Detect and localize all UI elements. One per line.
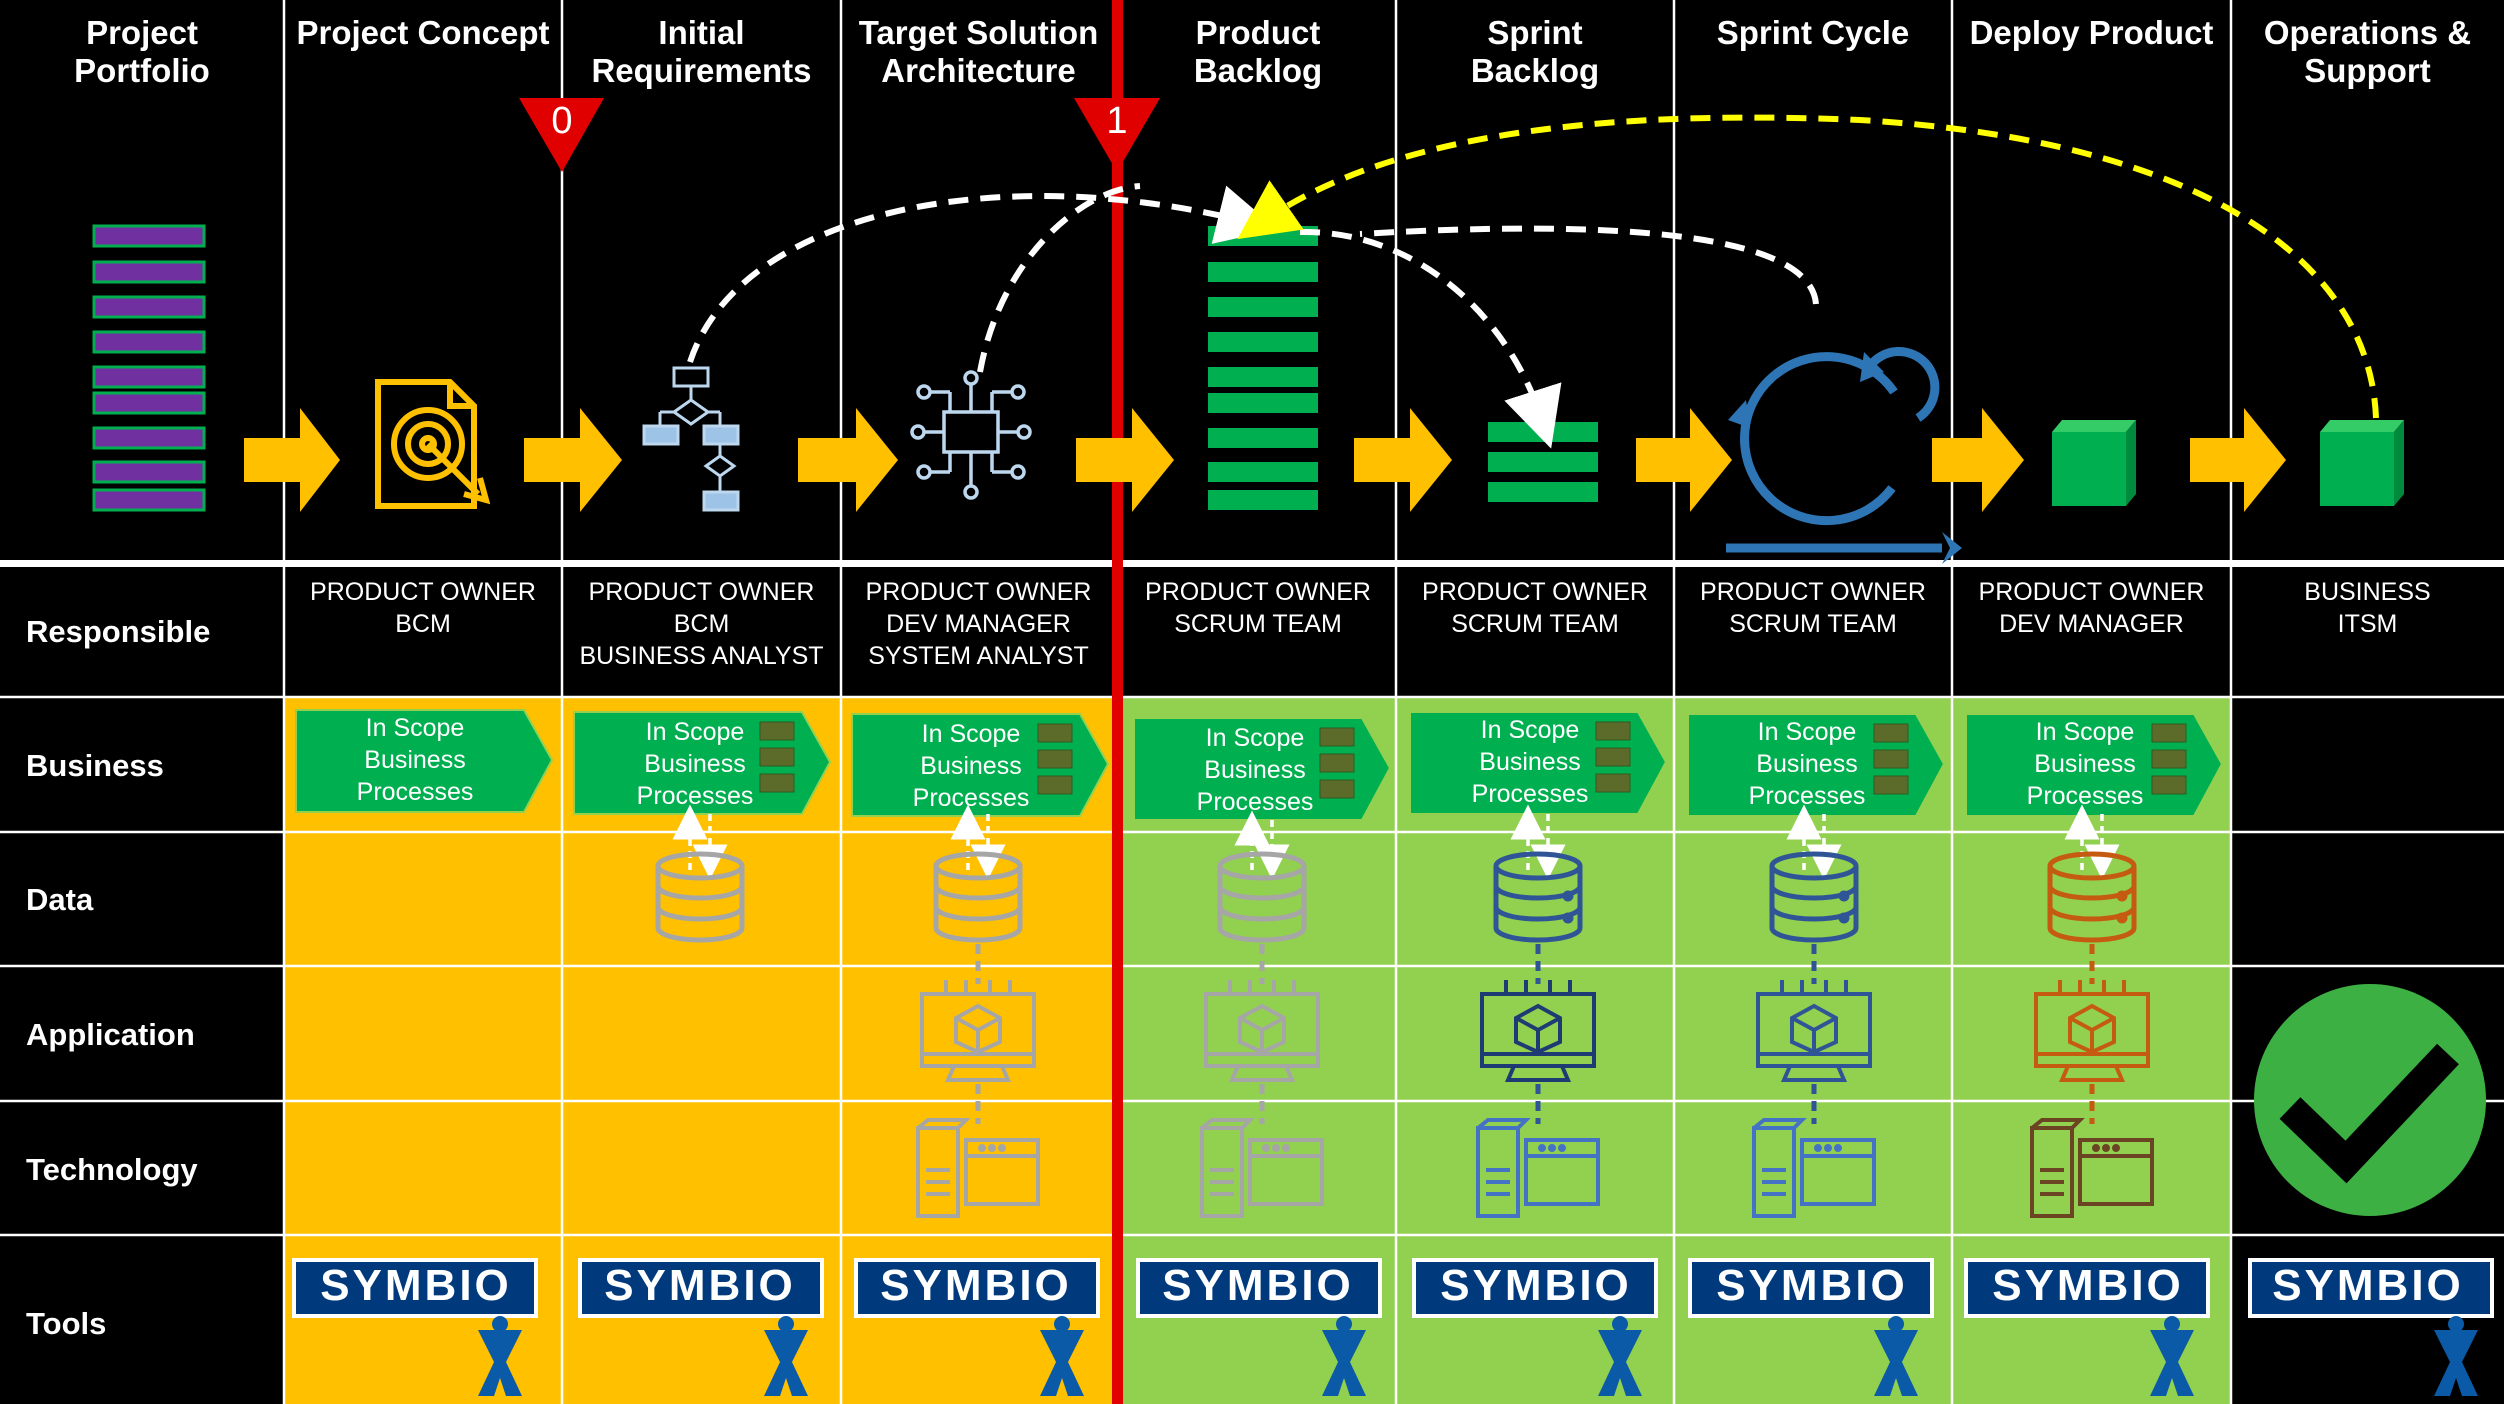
column-header-product-backlog: Product Backlog [1193, 14, 1323, 89]
sprint-backlog-stack [1488, 422, 1598, 502]
scrum-cycle-arrowheads [1728, 352, 1962, 564]
product-backlog-stack [1208, 226, 1318, 510]
application-icon [920, 980, 1036, 1082]
responsible-initial-requirements: PRODUCT OWNER BCM BUSINESS ANALYST [579, 578, 824, 670]
symbio-logo [1688, 1258, 1934, 1318]
gate-0-marker [519, 98, 604, 172]
atlassian-icon [1874, 1316, 1918, 1396]
gate-1-marker [1074, 98, 1160, 172]
column-header-project-concept: Project Concept [296, 14, 550, 51]
database-icon [2047, 851, 2137, 943]
column-header-target-solution-architecture: Target Solution Architecture [858, 14, 1099, 89]
application-icon [1480, 980, 1596, 1082]
responsible-sprint-backlog: PRODUCT OWNER SCRUM TEAM [1422, 578, 1648, 638]
symbio-logo-text: SYMBIO [2272, 1261, 2464, 1310]
symbio-logo [1412, 1258, 1658, 1318]
scrum-cycle-icon [1726, 347, 1942, 553]
responsible-deploy-product: PRODUCT OWNER DEV MANAGER [1978, 578, 2205, 638]
row-label-technology: Technology [26, 1152, 198, 1187]
process-sub-boxes [759, 721, 2187, 799]
architecture-layer-icons [655, 804, 2154, 1218]
business-process-label: In Scope Business Processes [356, 714, 474, 806]
row-label-application: Application [26, 1017, 195, 1052]
atlassian-icon [1040, 1316, 1084, 1396]
database-icon [933, 851, 1023, 943]
database-icon [1493, 851, 1583, 943]
database-icon [1217, 851, 1307, 943]
responsible-target-solution: PRODUCT OWNER DEV MANAGER SYSTEM ANALYST [865, 578, 1092, 670]
business-process-label: In Scope Business Processes [2026, 718, 2144, 810]
business-process-label: In Scope Business Processes [1196, 724, 1314, 816]
application-icon [1756, 980, 1872, 1082]
architecture-icon [910, 370, 1032, 500]
responsible-operations: BUSINESS ITSM [2304, 578, 2431, 638]
gate-1-line [1112, 0, 1123, 1404]
column-header-operations-support: Operations & Support [2263, 14, 2472, 89]
server-icon [1476, 1118, 1600, 1218]
column-header-project-portfolio: Project Portfolio [74, 14, 210, 89]
column-header-initial-requirements: Initial Requirements [591, 14, 812, 89]
business-process-label: In Scope Business Processes [1748, 718, 1866, 810]
symbio-logo-text: SYMBIO [1716, 1261, 1908, 1310]
business-process-label: In Scope Business Processes [1471, 716, 1589, 808]
column-header-deploy-product: Deploy Product [1969, 14, 2214, 51]
business-process-label: In Scope Business Processes [912, 720, 1030, 812]
row-label-data: Data [26, 882, 94, 917]
gate-1-label: 1 [1106, 100, 1128, 142]
symbio-logo [1964, 1258, 2210, 1318]
server-icon [2030, 1118, 2154, 1218]
symbio-logo-text: SYMBIO [880, 1261, 1072, 1310]
responsible-sprint-cycle: PRODUCT OWNER SCRUM TEAM [1700, 578, 1926, 638]
application-icon [1204, 980, 1320, 1082]
row-label-responsible: Responsible [26, 614, 211, 649]
server-icon [1752, 1118, 1876, 1218]
atlassian-icon [764, 1316, 808, 1396]
symbio-logo [578, 1258, 824, 1318]
atlassian-icon [2434, 1316, 2478, 1396]
atlassian-icon [1322, 1316, 1366, 1396]
server-icon [916, 1118, 1040, 1218]
symbio-logo [1136, 1258, 1382, 1318]
gate-0-label: 0 [551, 100, 573, 142]
atlassian-icon [478, 1316, 522, 1396]
business-process-label: In Scope Business Processes [636, 718, 754, 810]
database-icon [655, 851, 745, 943]
symbio-logo [854, 1258, 1100, 1318]
cube-icon [2052, 420, 2136, 506]
column-header-sprint-cycle: Sprint Cycle [1716, 14, 1910, 51]
responsible-product-backlog: PRODUCT OWNER SCRUM TEAM [1145, 578, 1371, 638]
column-header-sprint-backlog: Sprint Backlog [1470, 14, 1600, 89]
atlassian-icon [2150, 1316, 2194, 1396]
tool-logos [292, 1258, 2494, 1396]
feedback-arrows [687, 114, 2379, 449]
symbio-logo-text: SYMBIO [1992, 1261, 2184, 1310]
cube-icon-ops [2320, 420, 2404, 506]
portfolio-stack [92, 224, 206, 512]
target-document-icon [375, 379, 491, 509]
symbio-logo-text: SYMBIO [320, 1261, 512, 1310]
checkmark-icon [2254, 984, 2486, 1216]
symbio-logo [2248, 1258, 2494, 1318]
symbio-logo-text: SYMBIO [604, 1261, 796, 1310]
server-icon [1200, 1118, 1324, 1218]
application-icon [2034, 980, 2150, 1082]
row-label-business: Business [26, 748, 164, 783]
section-separator [0, 560, 2504, 567]
atlassian-icon [1598, 1316, 1642, 1396]
database-icon [1769, 851, 1859, 943]
symbio-logo-text: SYMBIO [1162, 1261, 1354, 1310]
symbio-logo [292, 1258, 538, 1318]
responsible-project-concept: PRODUCT OWNER BCM [310, 578, 536, 638]
symbio-logo-text: SYMBIO [1440, 1261, 1632, 1310]
row-label-tools: Tools [26, 1306, 107, 1341]
flow-arrows [244, 408, 2286, 512]
flowchart-icon [642, 366, 740, 512]
